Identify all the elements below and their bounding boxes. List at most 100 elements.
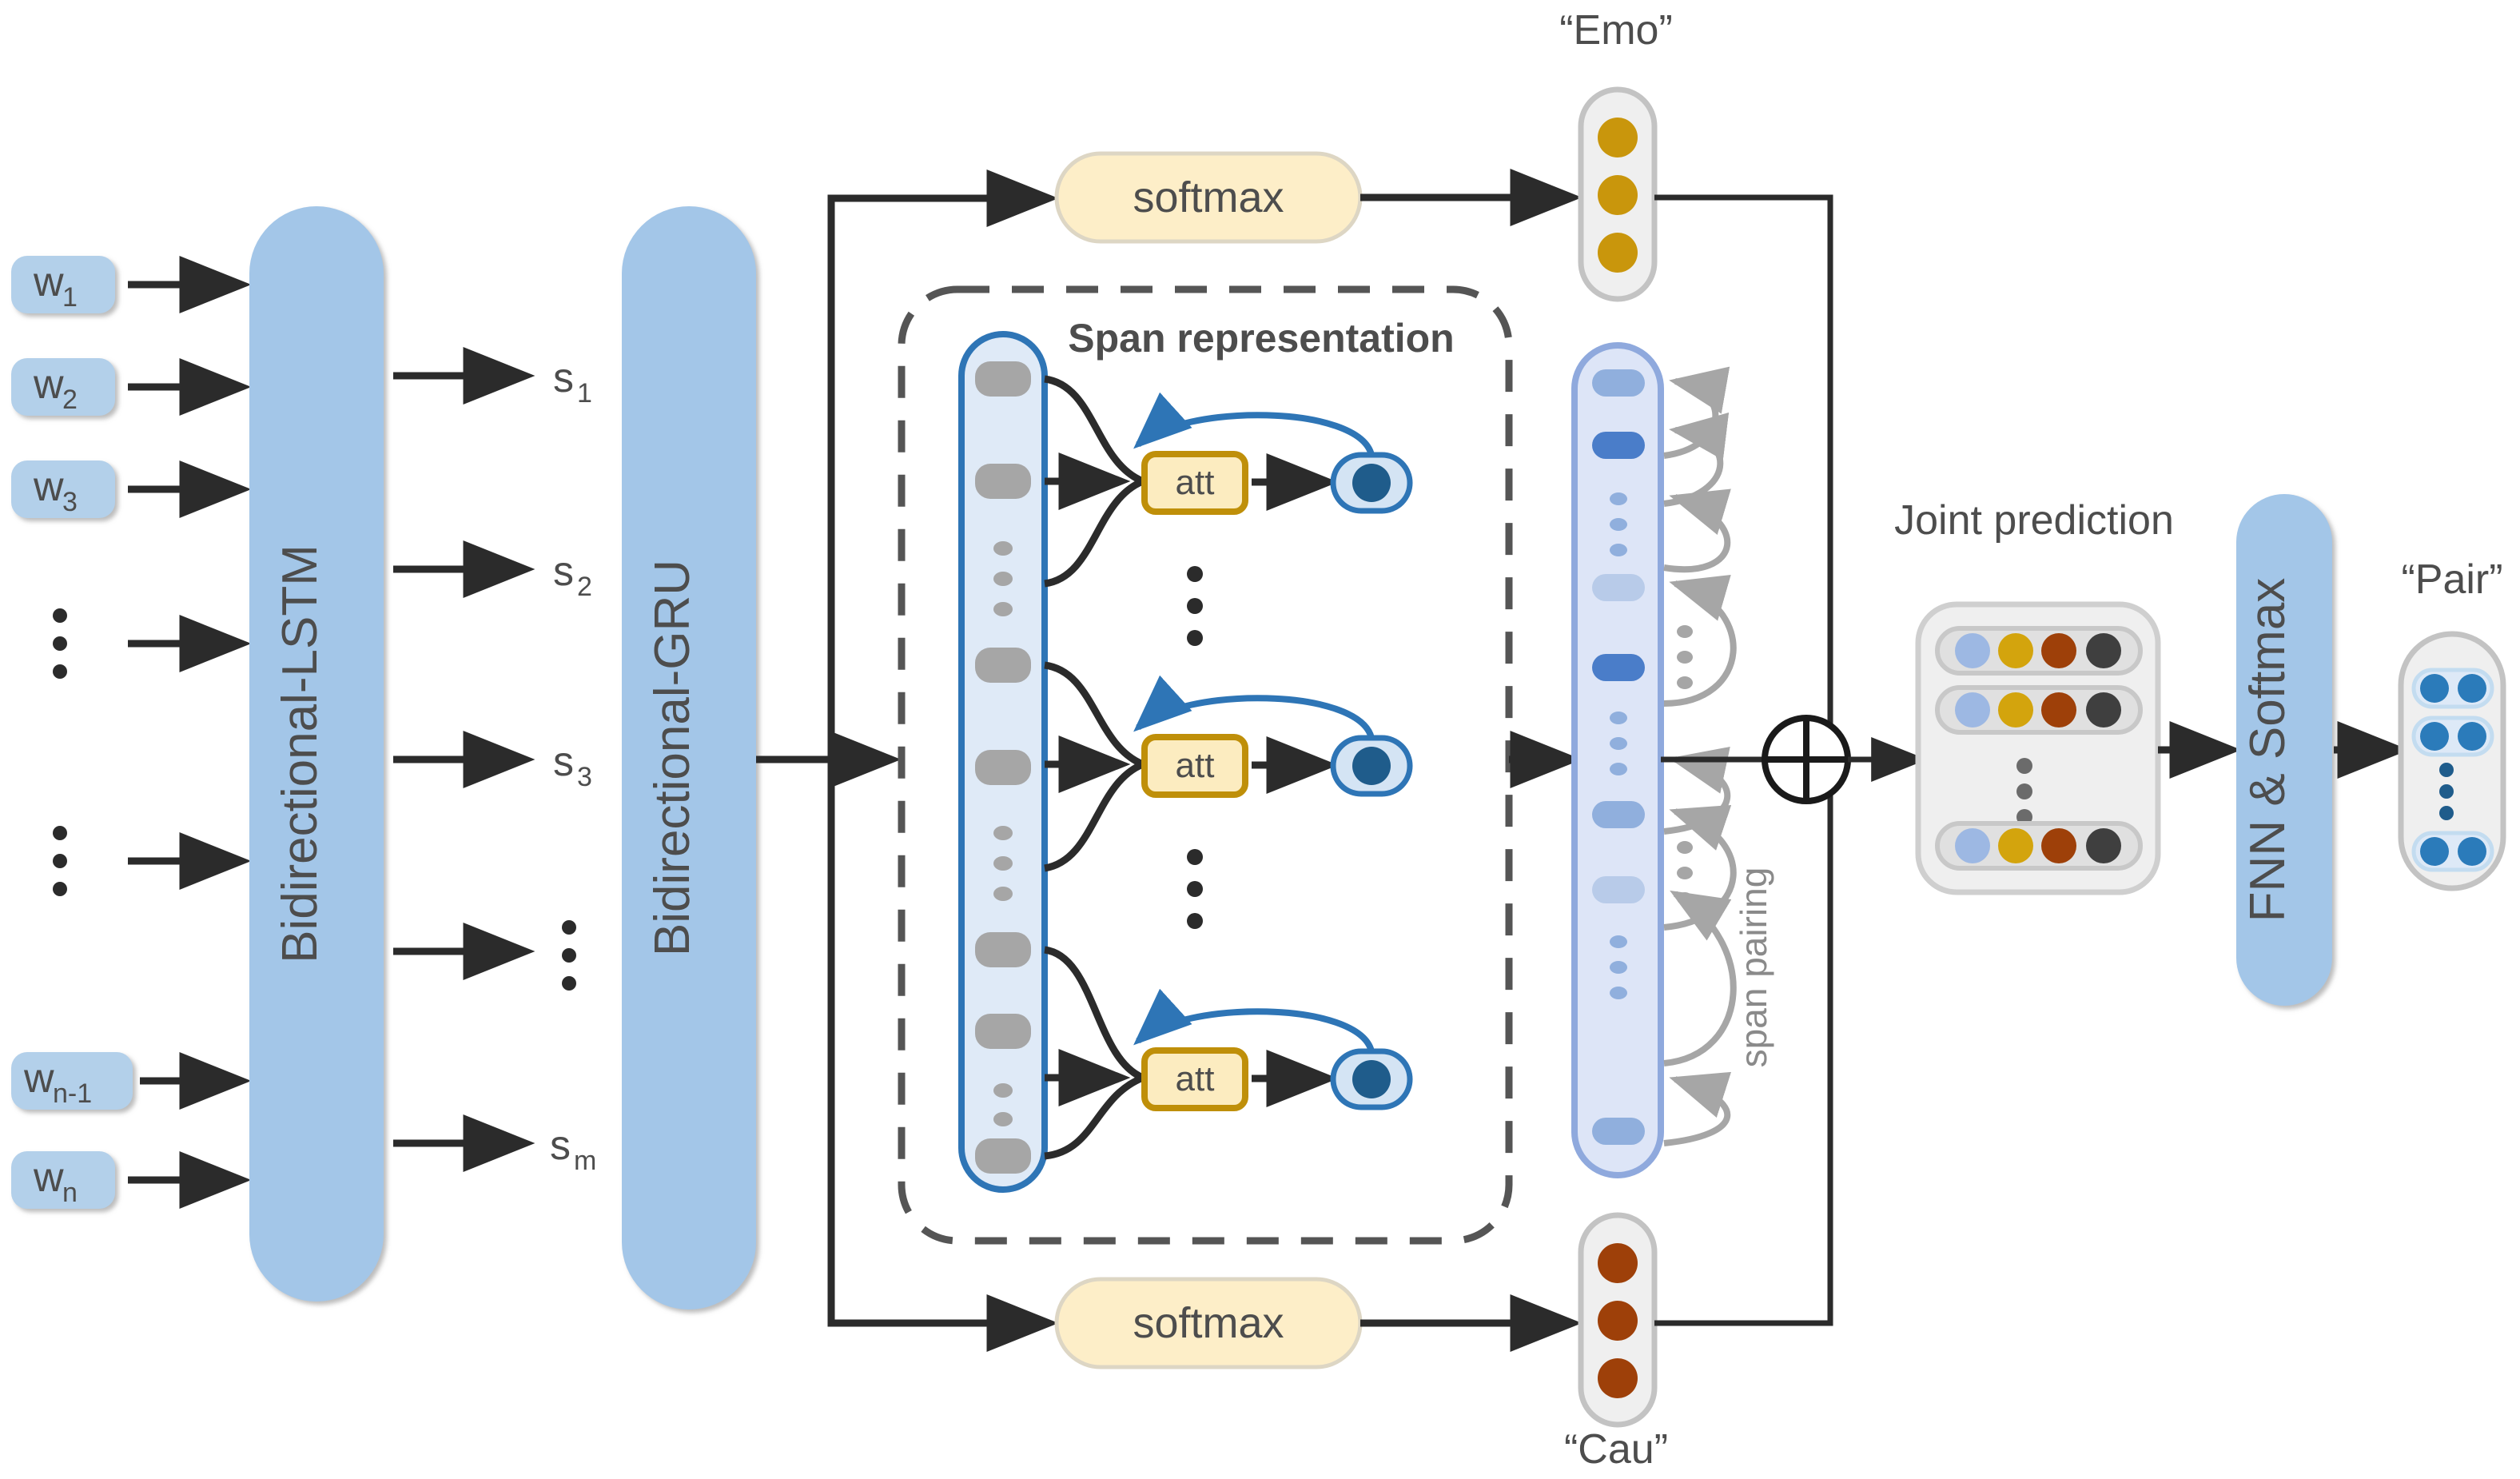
att-ellipsis-1 xyxy=(1187,566,1203,646)
state-sub: 1 xyxy=(577,378,592,409)
softmax-bottom-label: softmax xyxy=(1133,1299,1284,1347)
list-item xyxy=(2411,831,2494,872)
input-ellipsis-upper xyxy=(53,608,67,679)
word-subscript: 3 xyxy=(62,487,78,517)
state-label: s 1 xyxy=(553,355,592,409)
cause-quote-label: “Cau” xyxy=(1564,1426,1668,1473)
input-ellipsis-lower xyxy=(53,826,67,896)
state-label: s m xyxy=(550,1122,596,1176)
pair-quote-label: “Pair” xyxy=(2401,556,2502,603)
cause-dot xyxy=(1598,1243,1638,1283)
emotion-dot xyxy=(1598,118,1638,157)
word-subscript: 1 xyxy=(62,282,78,313)
pairing-arcs xyxy=(1663,366,1737,1146)
span-ellipsis-dot xyxy=(993,856,1013,871)
state-base: s xyxy=(553,739,574,785)
fusion-operator xyxy=(1661,715,1928,804)
bidirectional-gru-block[interactable]: Bidirectional-GRU xyxy=(622,206,756,1310)
state-base: s xyxy=(553,355,574,401)
table-row xyxy=(1935,626,2143,676)
list-item[interactable]: w 1 xyxy=(11,256,115,313)
span-vector-node xyxy=(1330,1048,1413,1110)
span-pill xyxy=(975,1138,1031,1174)
state-ellipsis xyxy=(562,920,576,991)
span-pill xyxy=(975,361,1031,397)
span-token-pills xyxy=(975,361,1031,1174)
span-representation-title: Span representation xyxy=(1068,316,1454,361)
emotion-dot xyxy=(1598,175,1638,215)
fnn-softmax-block[interactable]: FNN & Softmax xyxy=(2236,494,2332,1006)
span-representation-panel: Span representation xyxy=(898,285,1513,1245)
att-group-2: att xyxy=(1044,661,1413,872)
span-pill xyxy=(975,932,1031,967)
softmax-top-button[interactable]: softmax xyxy=(1054,151,1363,244)
table-row xyxy=(1935,685,2143,735)
softmax-bottom-button[interactable]: softmax xyxy=(1054,1277,1363,1369)
list-item xyxy=(2411,716,2494,757)
att-label: att xyxy=(1176,463,1215,502)
word-label: w xyxy=(23,1055,54,1102)
cause-output-column: “Cau” xyxy=(1564,1212,1668,1473)
att-box[interactable]: att xyxy=(1141,1047,1248,1111)
list-item xyxy=(2411,668,2494,709)
state-label: s 2 xyxy=(553,548,592,602)
bidirectional-lstm-block[interactable]: Bidirectional-LSTM xyxy=(249,206,384,1302)
list-item[interactable]: w n xyxy=(11,1151,115,1209)
state-base: s xyxy=(550,1122,571,1169)
pairing-pills xyxy=(1592,369,1645,1145)
state-label: s 3 xyxy=(553,739,592,792)
fnn-softmax-label: FNN & Softmax xyxy=(2240,578,2295,923)
list-item[interactable]: w 2 xyxy=(11,358,115,416)
att-group-3: att xyxy=(1044,946,1413,1160)
joint-prediction-panel: Joint prediction xyxy=(1894,497,2174,895)
word-label: w xyxy=(33,259,64,305)
list-item[interactable]: w 3 xyxy=(11,460,115,518)
cause-dot xyxy=(1598,1301,1638,1341)
word-label: w xyxy=(33,361,64,408)
state-sub: 3 xyxy=(577,762,592,792)
span-ellipsis-dot xyxy=(993,1083,1013,1098)
state-sub: m xyxy=(574,1146,596,1176)
span-ellipsis-dot xyxy=(993,572,1013,586)
att-label: att xyxy=(1176,1059,1215,1098)
lstm-label: Bidirectional-LSTM xyxy=(273,544,328,963)
emotion-quote-label: “Emo” xyxy=(1559,7,1673,54)
att-box[interactable]: att xyxy=(1141,734,1248,798)
gru-label: Bidirectional-GRU xyxy=(645,560,700,956)
joint-prediction-label: Joint prediction xyxy=(1894,497,2174,544)
lstm-output-arrows xyxy=(393,347,535,1172)
span-pill xyxy=(975,1014,1031,1049)
sentence-state-labels: s 1 s 2 s 3 s m xyxy=(550,355,596,1176)
span-pill xyxy=(975,464,1031,499)
span-ellipsis-dot xyxy=(993,541,1013,556)
emotion-output-column: “Emo” xyxy=(1559,7,1673,302)
softmax-top-label: softmax xyxy=(1133,173,1284,221)
table-row xyxy=(1935,821,2143,871)
word-label: w xyxy=(33,1154,64,1201)
att-group-1: att xyxy=(1044,375,1413,588)
label-fusion-wires xyxy=(1654,194,1833,1326)
span-ellipsis-dot xyxy=(993,887,1013,901)
span-ellipsis-dot xyxy=(993,602,1013,616)
att-ellipsis-2 xyxy=(1187,849,1203,929)
cause-dot xyxy=(1598,1358,1638,1398)
emotion-dot xyxy=(1598,233,1638,273)
att-label: att xyxy=(1176,746,1215,785)
span-token-column xyxy=(958,331,1048,1193)
input-word-list: w 1 w 2 w 3 w n-1 w n xyxy=(11,256,133,1209)
span-pairing-label: span pairing xyxy=(1733,867,1774,1068)
gru-branch-wires xyxy=(756,169,1059,1352)
word-subscript: n-1 xyxy=(53,1078,92,1109)
span-vector-node xyxy=(1330,452,1413,514)
word-label: w xyxy=(33,464,64,510)
list-item[interactable]: w n-1 xyxy=(11,1052,133,1110)
word-subscript: n xyxy=(62,1178,78,1208)
pair-output-column: “Pair” xyxy=(2398,556,2506,891)
joint-ellipsis xyxy=(2016,758,2032,825)
span-ellipsis-dot xyxy=(993,1112,1013,1126)
span-pill xyxy=(975,648,1031,683)
span-vector-node xyxy=(1330,735,1413,797)
att-box[interactable]: att xyxy=(1141,451,1248,515)
input-arrows xyxy=(128,256,252,1209)
